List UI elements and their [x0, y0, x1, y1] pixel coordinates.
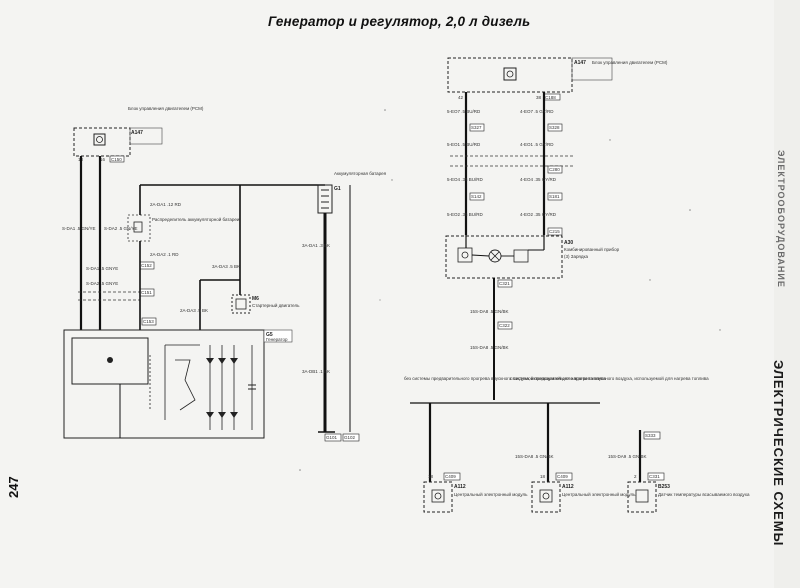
- left-battery-id: G1: [334, 186, 341, 192]
- left-wire-label-1: S-DA1 .5 GN/YE: [62, 226, 96, 231]
- right-wire-7: 5-EO2 .35 BU/RD: [447, 212, 484, 217]
- right-wire-6: 4-EO4 .35 GY/RD: [520, 177, 557, 182]
- right-wire-3: 5-EO1 .5 BU/RD: [447, 142, 481, 147]
- left-gen-desc: Генератор: [266, 337, 288, 342]
- left-starter-id: M6: [252, 296, 259, 302]
- svg-text:2: 2: [634, 474, 637, 479]
- right-conn-8: C322: [499, 323, 510, 328]
- left-conn-2: C152: [141, 263, 152, 268]
- right-pcm-desc: Блок управления двигателем (PCM): [592, 60, 668, 65]
- svg-text:A112: A112: [562, 484, 574, 490]
- right-wire-4: 4-EO1 .5 GY/RD: [520, 142, 554, 147]
- left-wire-label-6: 2A-DA2 .1 RD: [150, 252, 179, 257]
- svg-text:Центральный электронный модуль: Центральный электронный модуль: [454, 491, 528, 497]
- left-ground-2: G102: [344, 435, 356, 440]
- left-battery-desc: Аккумуляторная батарея: [334, 171, 387, 176]
- left-wire-label-2: S-DA2 .5 GN/YE: [104, 226, 138, 231]
- svg-text:18: 18: [428, 474, 434, 479]
- left-wire-label-3: S-DA1 .5 GNYE: [86, 266, 118, 271]
- right-wire-1: 5-EO7 .5 BU/RD: [447, 109, 481, 114]
- svg-text:Центральный электронный модуль: Центральный электронный модуль: [562, 491, 636, 497]
- left-wire-label-4: S-DA2 .5 GNYE: [86, 281, 118, 286]
- bottom-module-2: 18 C409 A112 Центральный электронный мод…: [531, 472, 636, 513]
- right-pcm-conn: C188: [545, 95, 556, 100]
- right-cluster-sub: (3) Зарядка: [564, 254, 589, 259]
- left-fuse-block: Распределитель аккумуляторной батареи: [127, 214, 240, 242]
- right-wire-11: 15S-DA8 .5 GN/BK: [515, 454, 554, 459]
- left-generator: G5 Генератор: [63, 329, 293, 439]
- svg-text:C331: C331: [649, 474, 660, 479]
- svg-text:C409: C409: [557, 474, 568, 479]
- right-pcm-block: A147 Блок управления двигателем (PCM) 42…: [447, 57, 668, 101]
- page-sidebar: [774, 0, 800, 588]
- right-conn-3: C280: [549, 167, 560, 172]
- svg-text:B253: B253: [658, 484, 670, 490]
- left-battery: Аккумуляторная батарея G1: [317, 171, 387, 214]
- right-splice: S333: [645, 433, 656, 438]
- left-wire-label-9: 3A-DA3 .5 BK: [212, 264, 240, 269]
- left-wire-label-7: 3A-DA1 .3 BK: [302, 243, 330, 248]
- left-starter-desc: Стартерный двигатель: [252, 302, 300, 308]
- right-conn-6: C215: [549, 229, 560, 234]
- right-conn-4: S142: [471, 194, 482, 199]
- right-wire-10: 15S-DA8 .5 GN/BK: [470, 345, 509, 350]
- variant-left: без системы предварительного прогрева вп…: [404, 375, 606, 381]
- right-wire-8: 4-EO2 .35 GY/RD: [520, 212, 557, 217]
- right-pcm-id: A147: [574, 60, 586, 66]
- page-title: Генератор и регулятор, 2,0 л дизель: [268, 14, 531, 29]
- left-wire-label-5: 2A-DA1 .12 RD: [150, 202, 182, 207]
- left-wire-label-8: 3A-DB1 .1 BK: [302, 369, 330, 374]
- print-noise: [299, 109, 721, 471]
- svg-text:18: 18: [540, 474, 546, 479]
- left-ground-1: G101: [326, 435, 338, 440]
- right-cluster: A30 Комбинированный прибор (3) Зарядка: [445, 235, 620, 279]
- left-gen-id: G5: [266, 332, 273, 338]
- variant-right: с системой предварительного прогрева впу…: [510, 375, 709, 381]
- svg-text:C409: C409: [445, 474, 456, 479]
- right-pcm-pin-left: 42: [458, 95, 464, 100]
- left-pcm-conn: C150: [111, 157, 122, 162]
- left-starter: M6 Стартерный двигатель: [231, 294, 300, 314]
- bottom-module-1: 18 C409 A112 Центральный электронный мод…: [423, 472, 528, 513]
- right-cluster-id: A30: [564, 240, 573, 246]
- svg-text:Датчик температуры всасываемог: Датчик температуры всасываемого воздуха: [658, 492, 750, 497]
- right-wire-5: 5-EO4 .35 BU/RD: [447, 177, 484, 182]
- right-conn-5: S181: [549, 194, 560, 199]
- left-conn-3: C153: [143, 319, 154, 324]
- left-pcm-desc: Блок управления двигателем (PCM): [128, 106, 204, 111]
- right-conn-1: S327: [471, 125, 482, 130]
- left-pcm-block: A147 Блок управления двигателем (PCM) 18…: [73, 106, 204, 163]
- right-cluster-desc: Комбинированный прибор: [564, 246, 620, 252]
- left-fuse-desc: Распределитель аккумуляторной батареи: [152, 216, 240, 222]
- left-wire-label-10: 2A-DA3 .5 BK: [180, 308, 208, 313]
- left-pcm-id: A147: [131, 130, 143, 136]
- left-pcm-pin-right: 16: [100, 157, 106, 162]
- right-conn-2: S328: [549, 125, 560, 130]
- right-wire-2: 4-EO7 .5 GY/RD: [520, 109, 554, 114]
- right-conn-7: C321: [499, 281, 510, 286]
- svg-text:A112: A112: [454, 484, 466, 490]
- bottom-module-3: 2 C331 B253 Датчик температуры всасываем…: [627, 472, 750, 513]
- right-wire-9: 15S-DA8 .5 GN/BK: [470, 309, 509, 314]
- left-conn-1: C151: [141, 290, 152, 295]
- right-pcm-pin-right: 38: [536, 95, 542, 100]
- right-wire-12: 15S-DA9 .5 GN/BK: [608, 454, 647, 459]
